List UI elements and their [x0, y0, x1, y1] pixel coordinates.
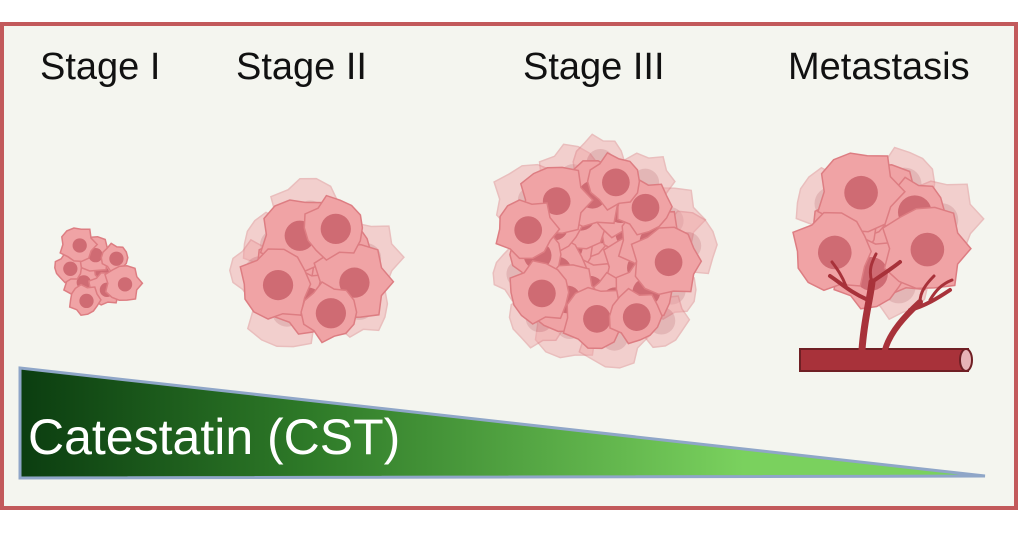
stage-1-label: Stage I [40, 46, 161, 88]
cell-nucleus [542, 187, 571, 215]
tumor-cell [630, 226, 703, 296]
tumor-cell [792, 211, 873, 292]
cell-nucleus [72, 238, 87, 253]
metastasis-label: Metastasis [788, 46, 970, 88]
tumor-cell [303, 194, 364, 262]
cell-nucleus [583, 304, 611, 333]
cell-nucleus [910, 232, 945, 267]
stage-2-tumor [229, 177, 405, 348]
cell-nucleus [602, 168, 630, 197]
stage-2-label: Stage II [236, 46, 367, 88]
cell-nucleus [88, 248, 103, 263]
tumor-cell [68, 283, 102, 317]
cell-nucleus [631, 193, 660, 222]
cell-nucleus [79, 293, 94, 309]
tumor-cell [586, 151, 641, 211]
tumor-cell [562, 286, 631, 350]
cell-nucleus [117, 277, 133, 292]
cell-nucleus [63, 261, 78, 276]
cell-nucleus [262, 269, 294, 301]
stage-1-tumor [54, 227, 144, 317]
tumor-cell [104, 265, 144, 301]
stage-3-tumor [492, 133, 718, 369]
tumor-cell [239, 248, 312, 320]
tumor-cell [608, 287, 663, 345]
tumor-cell [495, 199, 561, 260]
cell-nucleus [817, 235, 852, 270]
tumor-cell [300, 281, 358, 344]
cell-nucleus [654, 248, 683, 277]
cell-nucleus [320, 213, 351, 244]
blood-vessel [799, 252, 973, 372]
cst-gradient-wedge [18, 366, 986, 480]
cell-nucleus [514, 216, 543, 244]
metastasis-tumor [792, 146, 985, 321]
cell-nucleus [528, 279, 556, 308]
tumor-cell [881, 206, 972, 290]
tumor-cell [509, 259, 570, 325]
cell-nucleus [622, 303, 651, 331]
cell-nucleus [109, 251, 124, 266]
cell-nucleus [844, 175, 878, 210]
cell-nucleus [315, 298, 346, 329]
tumor-cell [59, 227, 99, 263]
cst-label: Catestatin (CST) [28, 409, 401, 465]
stage-3-label: Stage III [523, 46, 665, 88]
tumor-cell [816, 152, 906, 233]
